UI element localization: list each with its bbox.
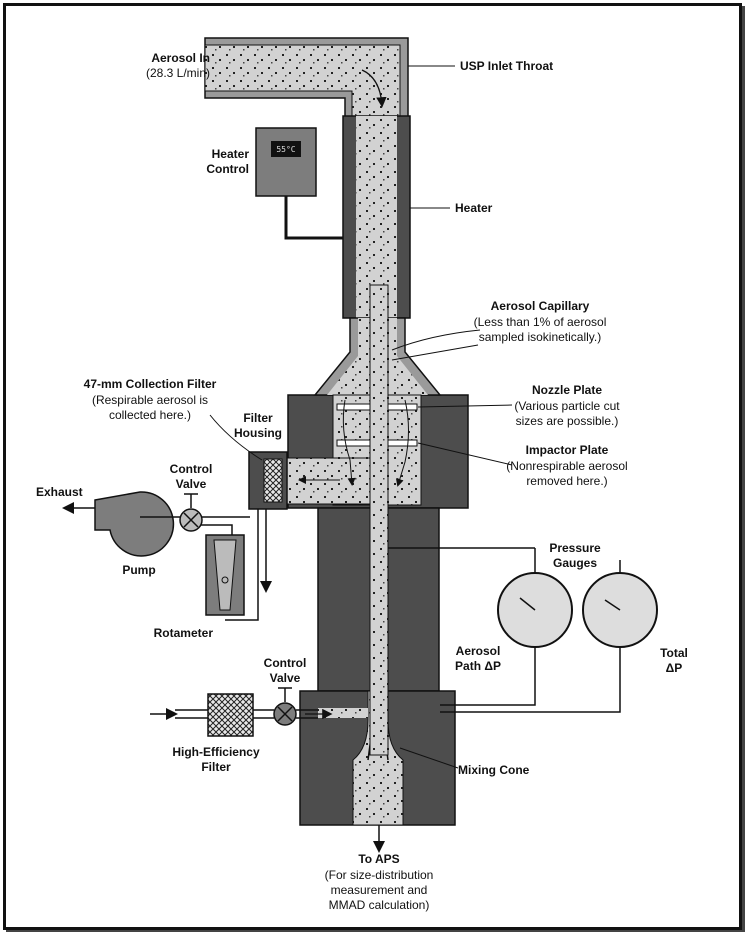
label-collection-filter-note-2: collected here.) [109, 408, 191, 422]
label-control-valve-top-2: Valve [176, 477, 207, 491]
heater-display: 55°C [276, 145, 295, 154]
label-aerosol-in-flow: (28.3 L/min) [146, 66, 210, 80]
label-pressure-gauges-1: Pressure [549, 541, 601, 555]
label-heater-control-2: Control [206, 162, 249, 176]
label-pressure-gauges-2: Gauges [553, 556, 597, 570]
heater-control [255, 127, 343, 240]
labels: Aerosol In (28.3 L/min) USP Inlet Throat… [36, 51, 688, 912]
label-total-2: ΔP [666, 661, 683, 675]
heater [342, 115, 411, 319]
label-filter-housing-2: Housing [234, 426, 282, 440]
label-capillary-note-2: sampled isokinetically.) [479, 330, 602, 344]
label-filter-housing-1: Filter [243, 411, 273, 425]
rotameter [205, 534, 245, 616]
label-hepa-2: Filter [201, 760, 231, 774]
label-impactor-note-1: (Nonrespirable aerosol [506, 459, 627, 473]
label-to-aps-note-1: (For size-distribution [325, 868, 434, 882]
label-exhaust: Exhaust [36, 485, 83, 499]
label-aerosol-path-2: Path ΔP [455, 659, 501, 673]
label-mixing-cone: Mixing Cone [458, 763, 530, 777]
filter-housing [248, 451, 288, 510]
label-impactor-note-2: removed here.) [526, 474, 607, 488]
label-control-valve-top-1: Control [170, 462, 213, 476]
label-usp-inlet-throat: USP Inlet Throat [460, 59, 553, 73]
label-capillary-note-1: (Less than 1% of aerosol [474, 315, 607, 329]
label-hepa-1: High-Efficiency [172, 745, 260, 759]
label-heater-control-1: Heater [212, 147, 250, 161]
label-impactor-plate: Impactor Plate [526, 443, 609, 457]
label-total-1: Total [660, 646, 688, 660]
label-heater: Heater [455, 201, 493, 215]
label-pump: Pump [122, 563, 155, 577]
usp-inlet-throat [204, 37, 409, 119]
aerosol-capillary [369, 284, 389, 853]
label-to-aps-note-2: measurement and [331, 883, 428, 897]
label-to-aps: To APS [358, 852, 399, 866]
control-valve-top [140, 493, 203, 532]
label-aerosol-path-1: Aerosol [456, 644, 501, 658]
label-control-valve-bottom-1: Control [264, 656, 307, 670]
label-nozzle-plate: Nozzle Plate [532, 383, 602, 397]
label-rotameter: Rotameter [154, 626, 214, 640]
pump [94, 491, 175, 557]
label-control-valve-bottom-2: Valve [270, 671, 301, 685]
leader-lines [209, 65, 513, 769]
label-nozzle-note-1: (Various particle cut [514, 399, 620, 413]
exhaust-tubing [62, 502, 272, 621]
label-nozzle-note-2: sizes are possible.) [516, 414, 619, 428]
label-collection-filter-note-1: (Respirable aerosol is [92, 393, 208, 407]
label-aerosol-capillary: Aerosol Capillary [491, 299, 590, 313]
dilution-inlet [150, 687, 333, 737]
label-collection-filter: 47-mm Collection Filter [84, 377, 217, 391]
figure-border [3, 3, 742, 930]
pressure-gauges [388, 547, 658, 713]
label-aerosol-in: Aerosol In [151, 51, 210, 65]
label-to-aps-note-3: MMAD calculation) [329, 898, 430, 912]
